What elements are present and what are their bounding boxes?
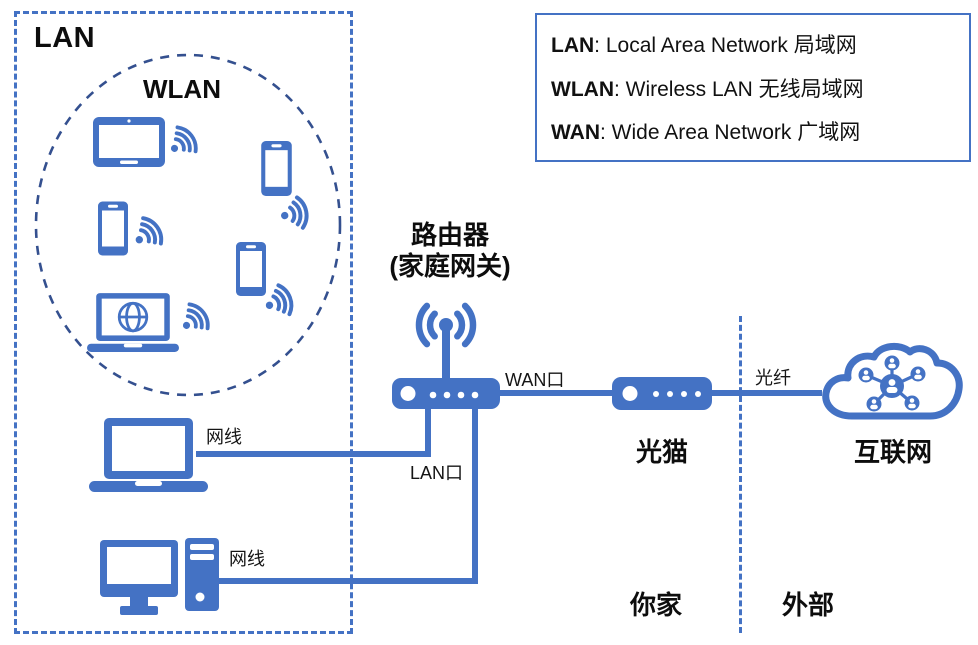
- smartphone-icon: [98, 201, 128, 256]
- lan-boundary: [14, 11, 353, 634]
- home-zone-label: 你家: [630, 590, 683, 620]
- wifi-signal-icon: [281, 195, 309, 230]
- router-icon: [392, 378, 500, 409]
- outside-zone-label: 外部: [782, 590, 835, 620]
- smartphone-icon: [236, 242, 266, 296]
- wan-port-label: WAN口: [505, 370, 565, 390]
- legend-term: WAN: [551, 121, 600, 145]
- wifi-signal-icon: [170, 125, 198, 154]
- legend-desc: : Local Area Network 局域网: [594, 33, 857, 57]
- router-title-line: 路由器: [410, 220, 489, 250]
- router-label: 路由器 (家庭网关): [365, 220, 535, 282]
- legend-desc: : Wireless LAN 无线局域网: [613, 77, 864, 101]
- router-antenna-icon: [415, 302, 477, 383]
- fiber-cable: [710, 390, 822, 396]
- router-lan-port-leg: [425, 404, 431, 457]
- legend-desc: : Wide Area Network 广域网: [600, 121, 861, 145]
- modem-label: 光猫: [635, 437, 688, 467]
- internet-label: 互联网: [853, 437, 932, 467]
- wifi-signal-icon: [265, 283, 294, 317]
- cable-label-desktop: 网线: [229, 549, 265, 569]
- wifi-signal-icon: [135, 216, 164, 246]
- legend-row-wlan: WLAN: Wireless LAN 无线局域网: [551, 73, 969, 103]
- legend-box: LAN: Local Area Network 局域网 WLAN: Wirele…: [535, 13, 971, 162]
- desktop-icon: [100, 538, 219, 615]
- wlan-boundary: [34, 53, 342, 397]
- tablet-icon: [93, 117, 165, 167]
- legend-term: WLAN: [551, 77, 614, 101]
- laptop-icon: [89, 418, 208, 492]
- lan-label: LAN: [34, 22, 96, 54]
- home-outside-divider: [739, 316, 742, 633]
- wan-cable: [498, 390, 616, 396]
- smartphone-icon: [261, 141, 292, 196]
- lan-cable-desktop: [218, 578, 478, 584]
- lan-port-label: LAN口: [410, 463, 464, 483]
- cable-label-laptop: 网线: [206, 427, 242, 447]
- internet-cloud-icon: [822, 342, 963, 420]
- modem-icon: [612, 377, 712, 410]
- fiber-label: 光纤: [755, 368, 791, 388]
- wifi-signal-icon: [182, 302, 210, 331]
- legend-row-wan: WAN: Wide Area Network 广域网: [551, 116, 969, 146]
- router-lan-port-leg2: [472, 404, 478, 584]
- legend-row-lan: LAN: Local Area Network 局域网: [551, 29, 969, 59]
- lan-cable-laptop: [196, 451, 431, 457]
- legend-term: LAN: [551, 33, 595, 57]
- laptop-globe-icon: [87, 293, 179, 352]
- router-subtitle-line: (家庭网关): [389, 251, 511, 281]
- wlan-label: WLAN: [143, 74, 221, 104]
